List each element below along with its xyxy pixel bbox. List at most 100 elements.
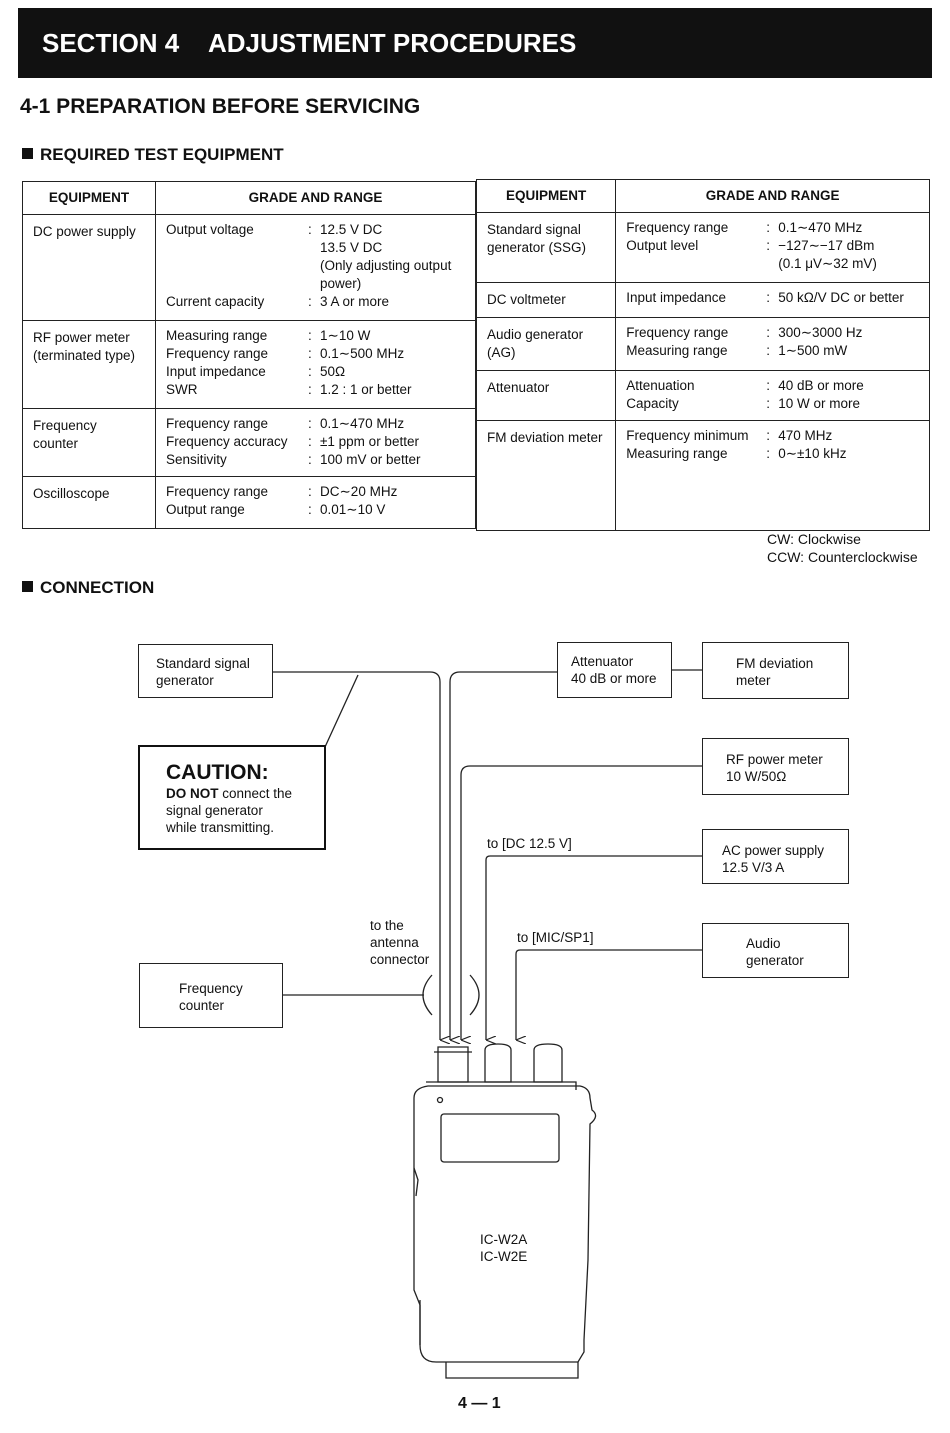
spec-label: Attenuation — [626, 378, 695, 393]
spec-sep: : — [308, 222, 312, 237]
attenuator-label: Attenuator — [571, 654, 634, 669]
spec-sep: : — [766, 378, 770, 393]
radio-model: IC-W2E — [480, 1249, 528, 1264]
fm-meter-box: FM deviation meter — [702, 642, 849, 699]
frequency-counter-box: Frequency counter — [139, 963, 283, 1028]
spec-value: 0.1∼470 MHz — [320, 416, 405, 431]
ac-power-supply-box: AC power supply 12.5 V/3 A — [702, 829, 849, 884]
antenna-label-line: connector — [370, 952, 430, 967]
spec-value: 50Ω — [320, 364, 346, 379]
spec-label: Current capacity — [166, 294, 265, 309]
grade-range: Measuring range:1∼10 W Frequency range:0… — [155, 320, 476, 409]
table-row: DC power supply Output voltage : 12.5 V … — [22, 214, 476, 321]
rf-meter-label: RF power meter — [726, 752, 823, 767]
table-row: Audio generator (AG) Frequency range:300… — [475, 317, 930, 371]
spec-value: 0.1∼470 MHz — [778, 220, 863, 235]
spec-label: Frequency range — [166, 484, 269, 499]
caution-emphasis: DO NOT — [166, 786, 219, 801]
col-header-equipment: EQUIPMENT — [475, 179, 617, 213]
audio-generator-box: Audio generator — [702, 923, 849, 978]
spec-sep: : — [308, 434, 312, 449]
connection-heading-text: CONNECTION — [40, 578, 155, 597]
ssg-cable — [272, 671, 440, 1040]
col-header-grade: GRADE AND RANGE — [615, 179, 930, 213]
spec-value: 1∼500 mW — [778, 343, 848, 358]
antenna-label-line: to the — [370, 918, 404, 933]
spec-label: Frequency range — [626, 325, 729, 340]
bullet-square-icon — [22, 148, 33, 159]
grade-range: Output voltage : 12.5 V DC 13.5 V DC (On… — [155, 214, 476, 321]
spec-value: 0.01∼10 V — [320, 502, 386, 517]
spec-value: (0.1 μV∼32 mV) — [778, 256, 877, 271]
spec-sep: : — [308, 382, 312, 397]
equipment-name: Audio generator (AG) — [475, 317, 617, 371]
spec-sep: : — [766, 238, 770, 253]
spec-value: 300∼3000 Hz — [778, 325, 863, 340]
spec-label: Input impedance — [166, 364, 266, 379]
spec-sep: : — [766, 220, 770, 235]
spec-sep: : — [766, 428, 770, 443]
spec-value: 10 W or more — [778, 396, 860, 411]
equipment-name: Oscilloscope — [22, 476, 156, 529]
rf-meter-cable — [460, 765, 702, 1040]
spec-label: Capacity — [626, 396, 679, 411]
equipment-heading: REQUIRED TEST EQUIPMENT — [22, 145, 284, 165]
radio-drawing — [413, 1043, 597, 1379]
bullet-square-icon — [22, 581, 33, 592]
spec-note: (Only adjusting output power) — [320, 258, 452, 291]
caution-title: CAUTION: — [166, 761, 269, 784]
spec-label: Output level — [626, 238, 699, 253]
spec-value: ±1 ppm or better — [320, 434, 419, 449]
table-row: Attenuator Attenuation:40 dB or more Cap… — [475, 370, 930, 421]
spec-sep: : — [308, 328, 312, 343]
equipment-name: RF power meter (terminated type) — [22, 320, 156, 409]
spec-value: 3 A or more — [320, 294, 390, 309]
page-number: 4 — 1 — [458, 1395, 501, 1412]
section-banner: SECTION 4 ADJUSTMENT PROCEDURES — [18, 8, 932, 78]
spec-label: Frequency range — [166, 416, 269, 431]
spec-label: Output voltage — [166, 222, 254, 237]
spec-label: Input impedance — [626, 290, 727, 305]
spec-label: Frequency range — [626, 220, 729, 235]
audio-generator-label: Audio — [746, 936, 781, 951]
spec-sep: : — [308, 364, 312, 379]
table-row: FM deviation meter Frequency minimum:470… — [475, 420, 930, 531]
spec-sep: : — [308, 502, 312, 517]
spec-value: 100 mV or better — [320, 452, 421, 467]
frequency-counter-label: counter — [179, 998, 225, 1013]
attenuator-box: Attenuator 40 dB or more — [557, 642, 672, 698]
connection-heading: CONNECTION — [22, 578, 154, 598]
spec-value: 40 dB or more — [778, 378, 864, 393]
spec-sep: : — [308, 294, 312, 309]
table-row: Oscilloscope Frequency range:DC∼20 MHz O… — [22, 476, 476, 529]
caution-box: CAUTION: DO NOT connect the signal gener… — [138, 745, 326, 850]
fm-meter-label: FM deviation — [736, 656, 814, 671]
table-row: RF power meter (terminated type) Measuri… — [22, 320, 476, 409]
caution-text: signal generator — [166, 803, 263, 818]
spec-label: Output range — [166, 502, 245, 517]
spec-value: 13.5 V DC — [320, 240, 383, 255]
spec-value: −127∼−17 dBm — [778, 238, 875, 253]
note-ccw: CCW: Counterclockwise — [767, 549, 918, 565]
equipment-heading-text: REQUIRED TEST EQUIPMENT — [40, 145, 284, 164]
spec-value: 12.5 V DC — [320, 222, 383, 237]
spec-sep: : — [766, 325, 770, 340]
spec-label: Frequency accuracy — [166, 434, 288, 449]
spec-value: 1.2 : 1 or better — [320, 382, 412, 397]
rf-meter-spec: 10 W/50Ω — [726, 769, 787, 784]
attenuator-cable — [449, 671, 557, 1040]
radio-model-label: IC-W2A IC-W2E — [480, 1231, 527, 1265]
grade-range: Attenuation:40 dB or more Capacity:10 W … — [615, 370, 930, 421]
mic-connector-label: to [MIC/SP1] — [517, 930, 594, 945]
spec-sep: : — [308, 484, 312, 499]
caution-pointer — [324, 674, 359, 748]
dc-cable — [485, 855, 702, 1040]
antenna-connector-label: to the antenna connector — [370, 917, 429, 968]
radio-model: IC-W2A — [480, 1232, 528, 1247]
spec-label: Measuring range — [166, 328, 268, 343]
equipment-table-right: EQUIPMENT GRADE AND RANGE Standard signa… — [475, 179, 930, 531]
spec-label: Frequency range — [166, 346, 269, 361]
col-header-grade: GRADE AND RANGE — [155, 181, 476, 215]
spec-label: Measuring range — [626, 343, 728, 358]
